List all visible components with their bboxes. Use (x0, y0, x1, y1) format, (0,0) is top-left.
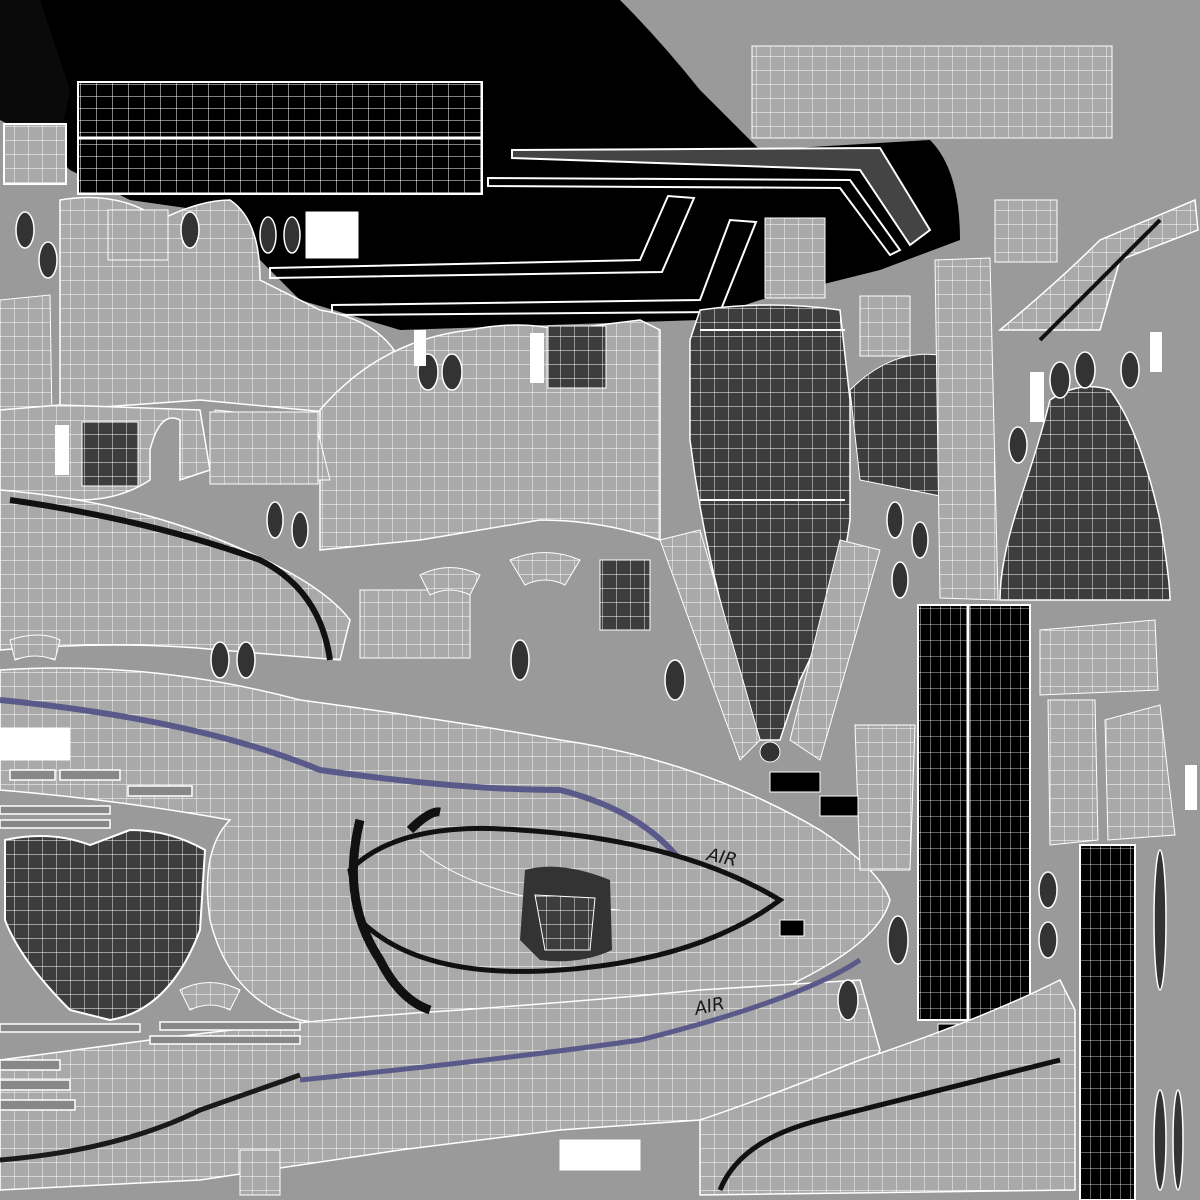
flap-b (1047, 699, 1099, 846)
left-shield-island (4, 828, 207, 1022)
top-left-square (3, 123, 67, 185)
v-strip-right (789, 539, 881, 761)
center-fuselage-dark (689, 304, 851, 741)
thin-bars (0, 769, 301, 1111)
v-strip-left (659, 529, 761, 761)
small-parts (0, 199, 1058, 1196)
top-left-dark-corner (0, 0, 70, 140)
white-chips (55, 330, 1197, 810)
tall-panel-2 (1079, 844, 1136, 1200)
right-bell-island (999, 385, 1171, 601)
flap-a (1039, 619, 1159, 696)
flap-d (854, 724, 916, 871)
flap-c (1104, 704, 1176, 841)
sweep-strip (0, 489, 351, 661)
top-right-panel (751, 45, 1113, 139)
tall-panel-1 (917, 604, 1031, 1021)
fan-shapes (9, 552, 581, 1011)
engine-light-strip (934, 257, 999, 601)
right-lower-wing (699, 978, 1076, 1196)
small-pods (15, 211, 1184, 1191)
left-edge-island (0, 294, 53, 426)
